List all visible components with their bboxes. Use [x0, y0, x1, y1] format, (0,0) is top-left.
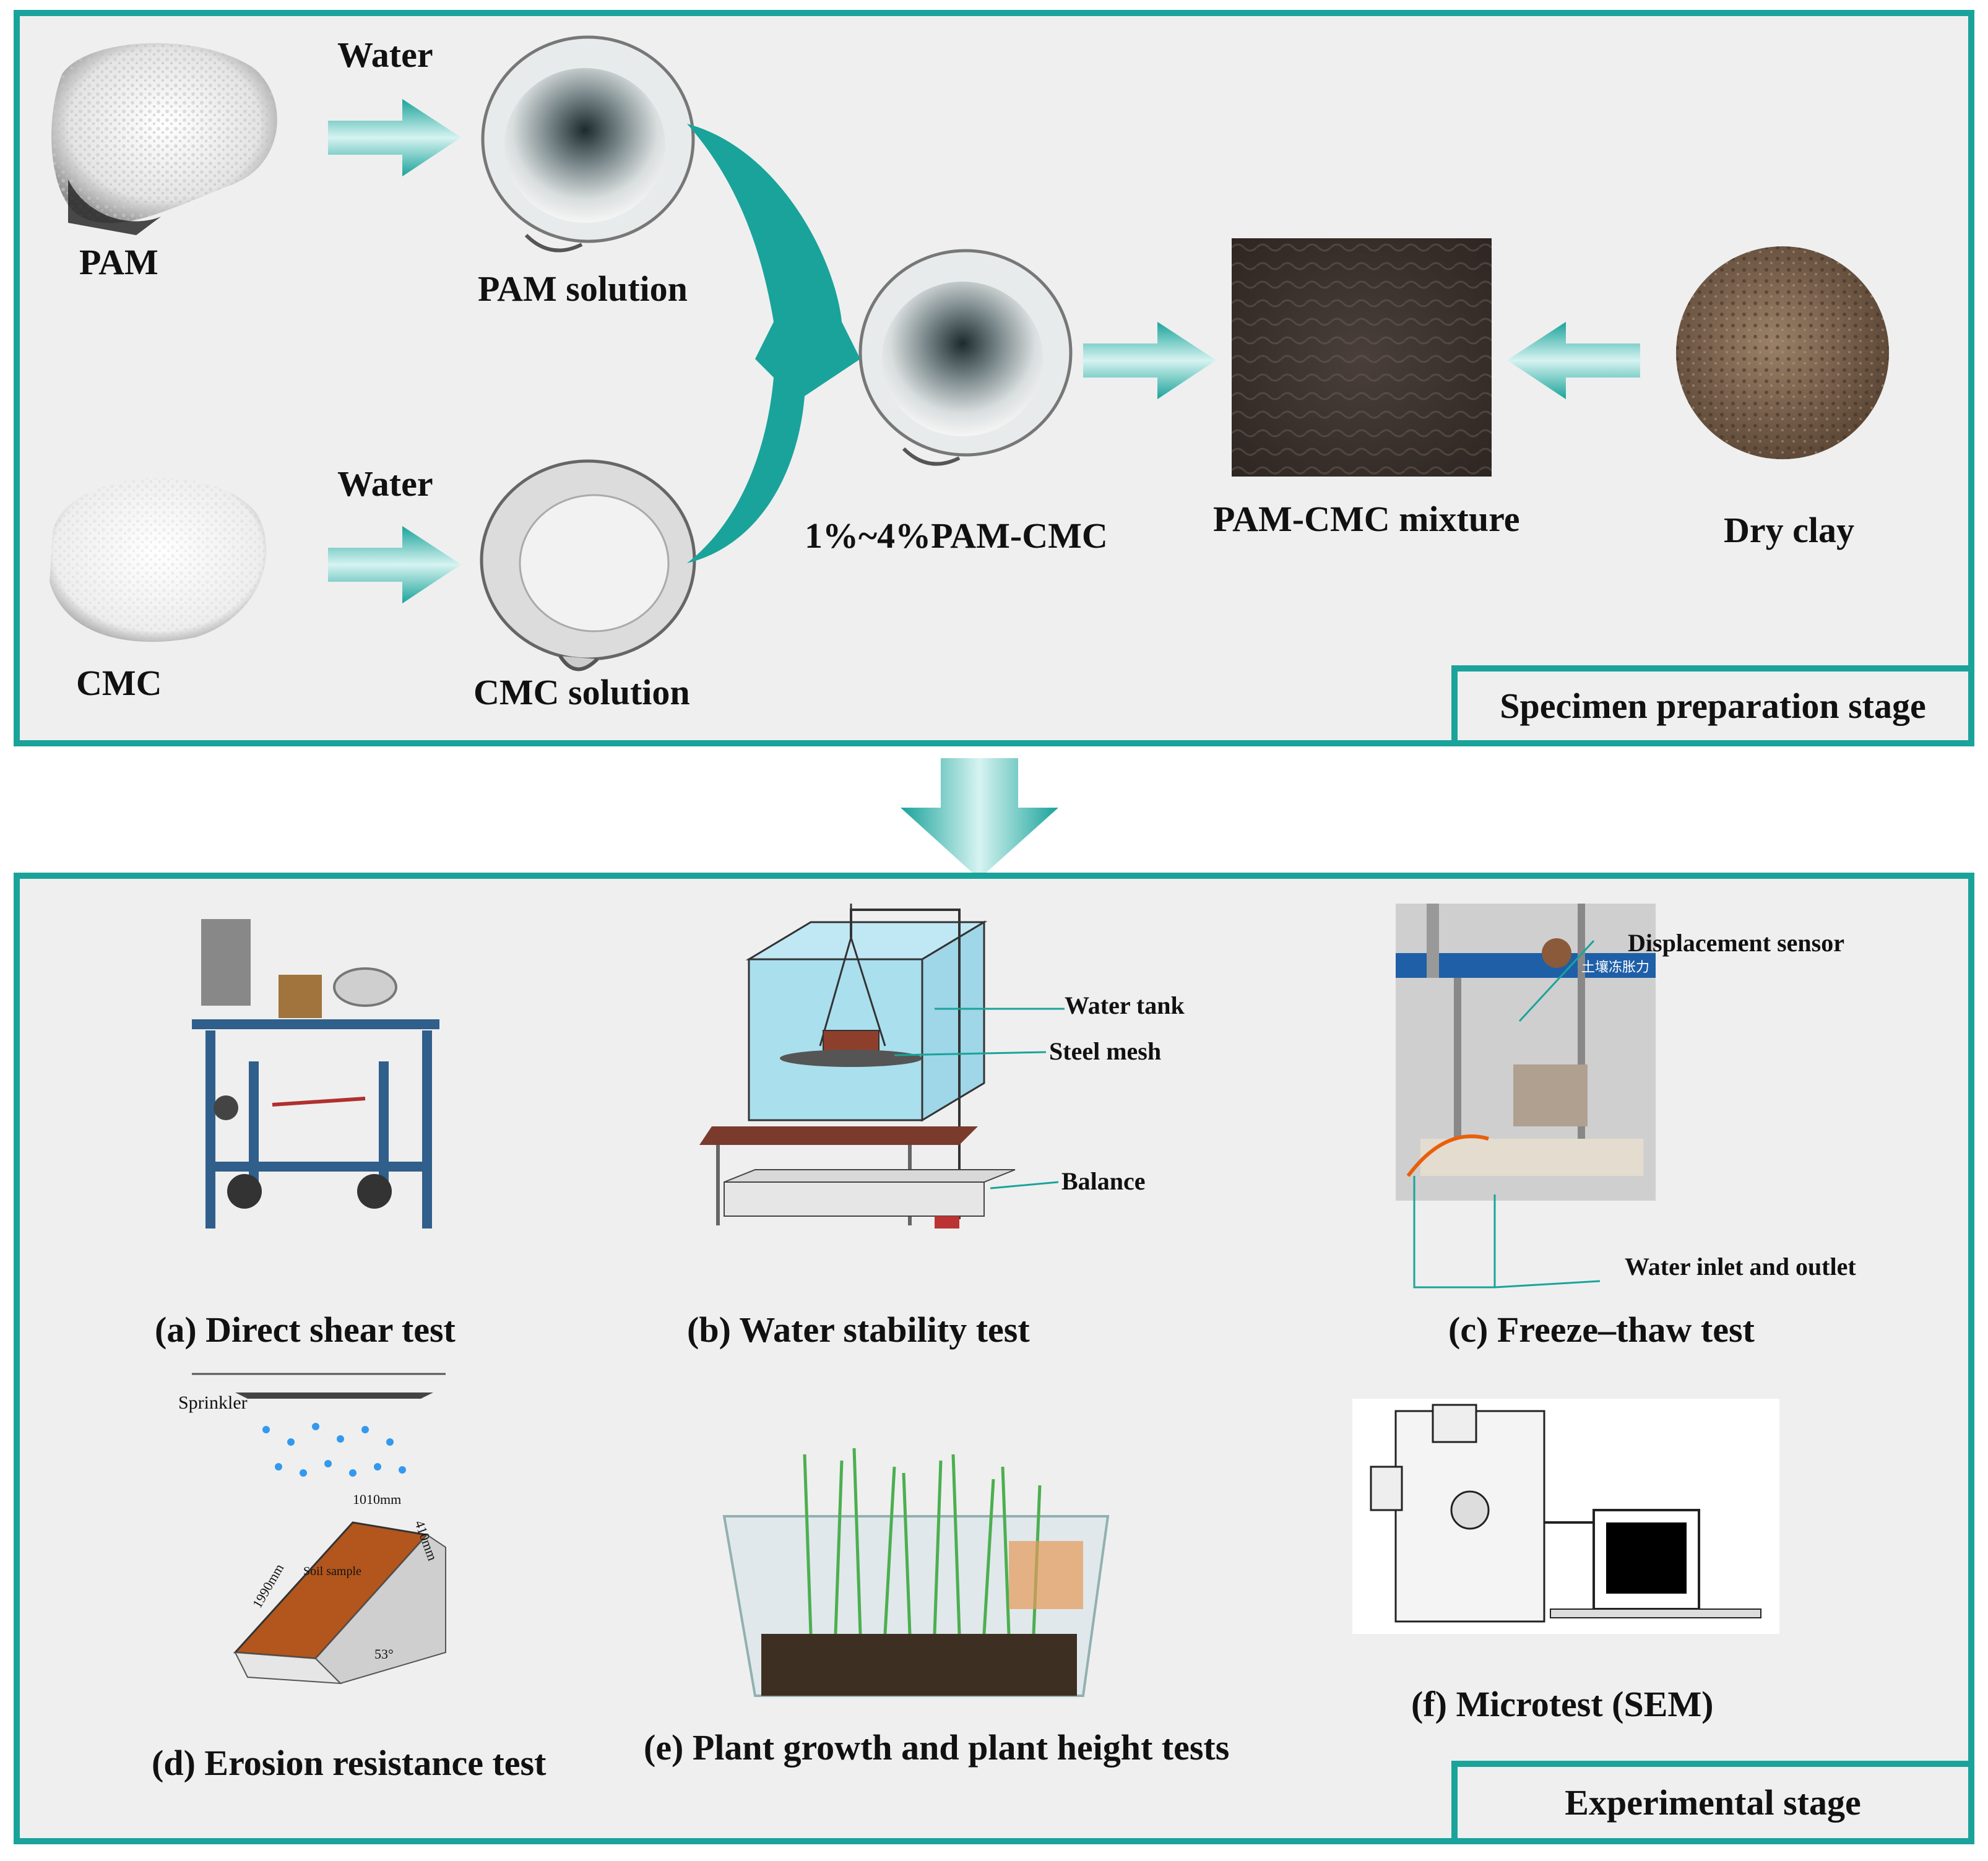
angle-label: 53° — [374, 1646, 394, 1662]
cmc-solution-beaker — [480, 459, 696, 671]
water-stability-test-label: (b) Water stability test — [687, 1310, 1030, 1350]
erosion-test-diagram: Soil sample 1010mm 410mm 1990mm 53° — [192, 1373, 446, 1685]
water-inlet-outlet-label: Water inlet and outlet — [1625, 1253, 1856, 1280]
steel-mesh-label: Steel mesh — [1049, 1037, 1161, 1065]
length-top-label: 1010mm — [353, 1492, 401, 1507]
soil-sample-label: Soil sample — [303, 1565, 361, 1578]
down-arrow — [901, 758, 1058, 879]
chinese-device-label: 土壤冻胀力 — [1581, 960, 1649, 975]
arrow-pam-to-solution — [328, 99, 461, 176]
sem-microscope-image — [1352, 1399, 1779, 1634]
plant-growth-container-image — [722, 1448, 1110, 1697]
experimental-stage-label: Experimental stage — [1565, 1782, 1861, 1823]
water-tank-label: Water tank — [1065, 991, 1185, 1019]
water-label-bottom: Water — [337, 464, 433, 504]
plant-growth-test-label: (e) Plant growth and plant height tests — [644, 1727, 1230, 1768]
pam-granules-image — [51, 43, 277, 235]
arrow-pamcmc-to-mixture — [1083, 322, 1216, 399]
dry-clay-image — [1676, 246, 1889, 459]
direct-shear-test-label: (a) Direct shear test — [155, 1310, 456, 1350]
water-stability-diagram: Water tank Steel mesh Balance — [699, 904, 1185, 1228]
freeze-thaw-test-label: (c) Freeze–thaw test — [1448, 1310, 1755, 1350]
microtest-sem-label: (f) Microtest (SEM) — [1411, 1684, 1714, 1724]
direct-shear-machine-image — [192, 919, 439, 1228]
cmc-label: CMC — [76, 663, 162, 703]
sprinkler-label: Sprinkler — [178, 1393, 248, 1413]
pam-cmc-label: 1%~4%PAM-CMC — [805, 516, 1108, 556]
arrow-cmc-to-solution — [328, 526, 461, 603]
displacement-sensor-label: Displacement sensor — [1628, 929, 1844, 957]
erosion-resistance-test-label: (d) Erosion resistance test — [152, 1743, 547, 1783]
pam-label: PAM — [79, 242, 158, 282]
cmc-powder-image — [50, 478, 267, 642]
merge-arrow — [687, 124, 860, 563]
experimental-stage-box: Experimental stage — [1451, 1761, 1974, 1844]
specimen-preparation-stage-box: Specimen preparation stage — [1451, 665, 1974, 746]
cmc-solution-label: CMC solution — [473, 672, 690, 712]
pam-solution-beaker — [481, 35, 695, 253]
arrow-clay-to-mixture — [1507, 322, 1640, 399]
freeze-thaw-apparatus-image: 土壤冻胀力 Water inlet and outlet — [1396, 904, 1856, 1289]
pam-cmc-beaker — [858, 249, 1073, 466]
dry-clay-label: Dry clay — [1724, 510, 1854, 550]
water-label-top: Water — [337, 35, 433, 75]
specimen-preparation-stage-label: Specimen preparation stage — [1500, 686, 1926, 726]
balance-label: Balance — [1061, 1167, 1146, 1195]
mixture-label: PAM-CMC mixture — [1213, 499, 1520, 539]
pam-solution-label: PAM solution — [478, 269, 688, 309]
pam-cmc-mixture-image — [1232, 238, 1492, 477]
